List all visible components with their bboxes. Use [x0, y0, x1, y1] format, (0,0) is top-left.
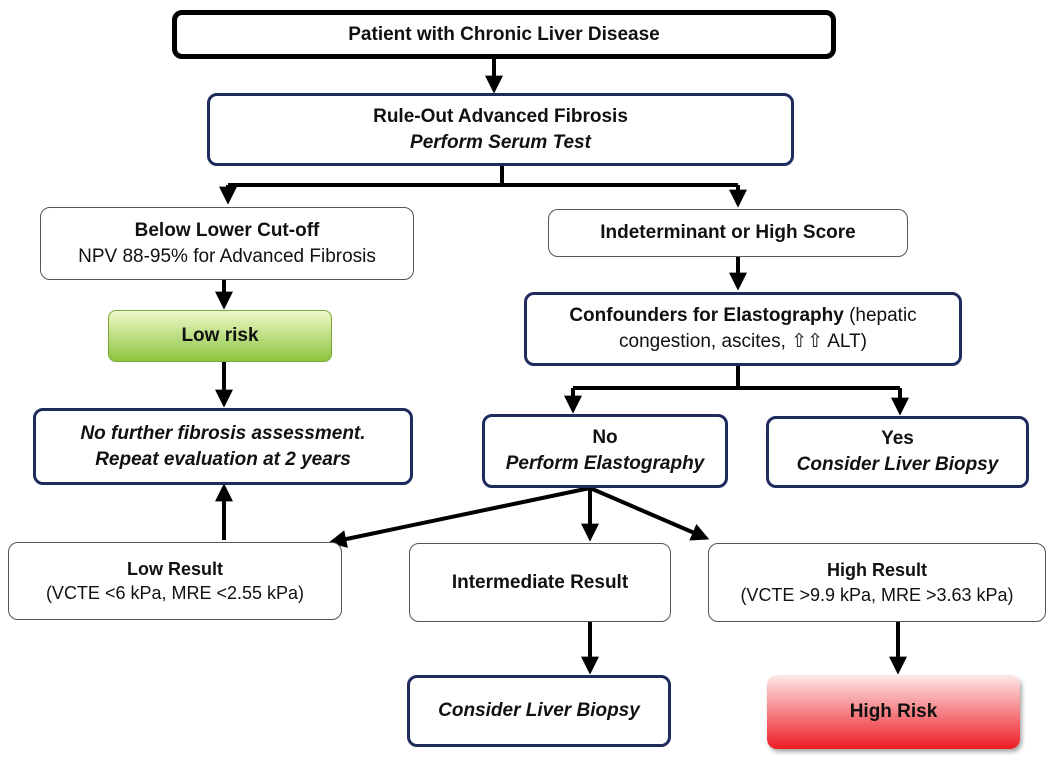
high-risk-label: High Risk: [849, 701, 938, 723]
confounders-box: Confounders for Elastography (hepatic co…: [524, 292, 962, 366]
low-result-subtitle: (VCTE <6 kPa, MRE <2.55 kPa): [45, 583, 305, 603]
below-cutoff-subtitle: NPV 88-95% for Advanced Fibrosis: [78, 245, 376, 267]
high-result-box: High Result (VCTE >9.9 kPa, MRE >3.63 kP…: [708, 543, 1046, 622]
intermediate-box: Intermediate Result: [409, 543, 671, 622]
confounders-rest: (hepatic: [843, 305, 917, 327]
low-risk-box: Low risk: [108, 310, 332, 362]
low-risk-label: Low risk: [181, 325, 259, 347]
no-subtitle: Perform Elastography: [505, 453, 705, 474]
high-result-subtitle: (VCTE >9.9 kPa, MRE >3.63 kPa): [740, 584, 1014, 605]
rule-out-title: Rule-Out Advanced Fibrosis: [373, 105, 628, 127]
no-elastography-box: No Perform Elastography: [482, 414, 728, 488]
high-result-title: High Result: [826, 560, 927, 581]
yes-subtitle: Consider Liver Biopsy: [796, 454, 999, 475]
patient-label: Patient with Chronic Liver Disease: [348, 23, 660, 45]
yes-title: Yes: [881, 428, 914, 450]
confounders-line1: Confounders for Elastography (hepatic: [569, 303, 916, 329]
low-result-title: Low Result: [126, 558, 223, 579]
below-cutoff-title: Below Lower Cut-off: [134, 219, 320, 241]
rule-out-subtitle: Perform Serum Test: [410, 131, 591, 153]
yes-biopsy-box: Yes Consider Liver Biopsy: [766, 416, 1029, 488]
no-further-box: No further fibrosis assessment. Repeat e…: [33, 408, 413, 485]
consider-biopsy-box: Consider Liver Biopsy: [407, 675, 671, 747]
no-further-line2: Repeat evaluation at 2 years: [95, 448, 351, 470]
no-title: No: [592, 427, 618, 449]
indeterminant-box: Indeterminant or High Score: [548, 209, 908, 257]
confounders-line2: congestion, ascites, ⇧⇧ ALT): [619, 331, 867, 352]
high-risk-box: High Risk: [767, 675, 1020, 749]
intermediate-label: Intermediate Result: [451, 571, 629, 593]
below-cutoff-box: Below Lower Cut-off NPV 88-95% for Advan…: [40, 207, 414, 280]
patient-box: Patient with Chronic Liver Disease: [172, 10, 836, 59]
no-further-line1: No further fibrosis assessment.: [80, 422, 366, 444]
rule-out-box: Rule-Out Advanced Fibrosis Perform Serum…: [207, 93, 794, 166]
indeterminant-label: Indeterminant or High Score: [600, 222, 856, 244]
consider-biopsy-label: Consider Liver Biopsy: [438, 700, 640, 722]
confounders-bold: Confounders for Elastography: [569, 305, 844, 327]
low-result-box: Low Result (VCTE <6 kPa, MRE <2.55 kPa): [8, 542, 342, 620]
